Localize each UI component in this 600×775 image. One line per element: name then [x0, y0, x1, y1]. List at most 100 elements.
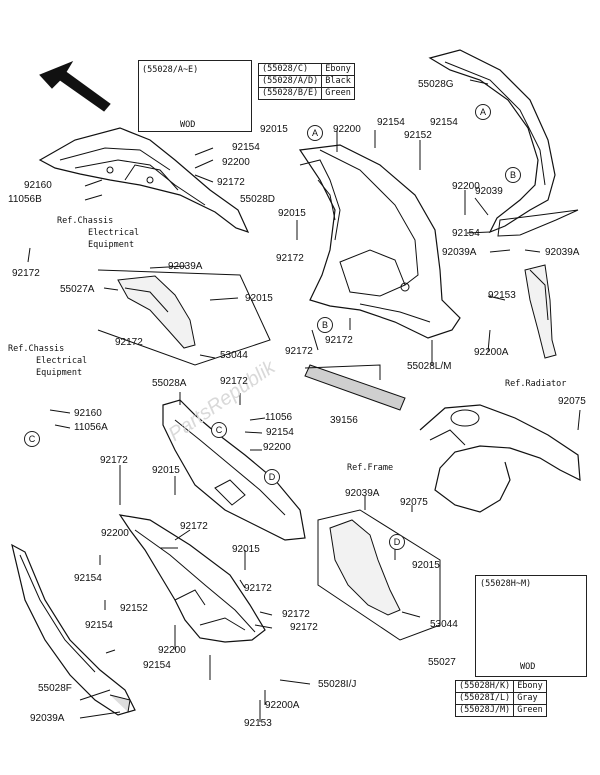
lower-fairing-55028a-shape: [162, 399, 306, 541]
side-panel-55028f-shape: [11, 543, 136, 716]
part-label: 92154: [85, 620, 113, 631]
part-label: 92015: [412, 560, 440, 571]
part-label: 92172: [285, 346, 313, 357]
callout-marker: C: [24, 431, 40, 447]
part-label: 92154: [74, 573, 102, 584]
part-label: 92039A: [168, 261, 203, 272]
color-code: (55028J/M): [454, 704, 515, 717]
part-label: 92172: [282, 609, 310, 620]
radiator-cover-shape: [524, 264, 557, 359]
lower-cowl-55028ij-shape: [118, 514, 266, 643]
part-label: 92200A: [265, 700, 300, 711]
part-label: 55028G: [418, 79, 454, 90]
color-code: (55028I/L): [454, 692, 515, 705]
color-code: (55028/C): [257, 63, 323, 76]
legend-top-ref: (55028/A~E): [142, 65, 199, 75]
color-name: Green: [513, 704, 547, 717]
part-label: 92153: [244, 718, 272, 729]
callout-marker: B: [317, 317, 333, 333]
part-label: 55028D: [240, 194, 276, 205]
part-label: 92172: [276, 253, 304, 264]
color-name: Ebony: [513, 680, 547, 693]
part-label: 92039A: [345, 488, 380, 499]
part-label: 55028L/M: [407, 361, 452, 372]
part-label: 53044: [430, 619, 458, 630]
part-label: 92172: [12, 268, 40, 279]
color-code: (55028H/K): [454, 680, 515, 693]
part-label: 92172: [100, 455, 128, 466]
ref-note: Ref.Frame: [347, 463, 394, 473]
part-label: 92172: [217, 177, 245, 188]
part-label: 92039A: [442, 247, 477, 258]
callout-marker: B: [505, 167, 521, 183]
part-label: 92160: [24, 180, 52, 191]
legend-top-box: [138, 60, 252, 132]
part-label: 92039A: [30, 713, 65, 724]
part-label: 92154: [266, 427, 294, 438]
part-label: 92039A: [545, 247, 580, 258]
part-label: 92015: [245, 293, 273, 304]
legend-top-table: (55028/C)Ebony (55028/A/D)Black (55028/B…: [257, 63, 355, 100]
part-label: 11056B: [8, 194, 42, 205]
ref-note: Ref.Radiator: [505, 379, 567, 389]
part-label: 92200: [263, 442, 291, 453]
upper-left-cowl-shape: [38, 127, 250, 234]
ref-note: Ref.Chassis: [57, 216, 114, 226]
part-label: 92154: [430, 117, 458, 128]
color-code: (55028/A/D): [257, 75, 323, 88]
part-label: 92200A: [474, 347, 509, 358]
part-label: 39156: [330, 415, 358, 426]
part-label: 92200: [452, 181, 480, 192]
part-label: 92172: [220, 376, 248, 387]
callout-marker: A: [475, 104, 491, 120]
callout-marker: D: [389, 534, 405, 550]
legend-top-caption: WOD: [180, 120, 196, 130]
legend-bottom-caption: WOD: [520, 662, 536, 672]
part-label: 11056: [265, 412, 293, 423]
part-label: 92154: [452, 228, 480, 239]
strip-39156-shape: [304, 364, 406, 411]
ref-note: Equipment: [88, 240, 135, 250]
part-label: 92015: [278, 208, 306, 219]
part-label: 55028I/J: [318, 679, 357, 690]
part-label: 92200: [158, 645, 186, 656]
right-upper-cowl-shape: [298, 144, 461, 339]
inner-panel-55027-shape: [329, 519, 401, 616]
part-label: 92152: [404, 130, 432, 141]
part-label: 92154: [377, 117, 405, 128]
ref-note: Electrical: [36, 356, 88, 366]
part-label: 92200: [222, 157, 250, 168]
part-label: 92075: [400, 497, 428, 508]
part-label: 55027: [428, 657, 456, 668]
ref-note: Equipment: [36, 368, 83, 378]
direction-arrow-icon: [39, 60, 111, 112]
ref-note: Electrical: [88, 228, 140, 238]
part-label: 92075: [558, 396, 586, 407]
color-name: Green: [321, 87, 355, 100]
callout-marker: A: [307, 125, 323, 141]
legend-bottom-box: [475, 575, 587, 677]
part-label: 92200: [101, 528, 129, 539]
color-code: (55028/B/E): [257, 87, 323, 100]
part-label: 11056A: [74, 422, 108, 433]
part-label: 92039: [475, 186, 503, 197]
part-label: 92172: [290, 622, 318, 633]
color-name: Gray: [513, 692, 547, 705]
part-label: 92160: [74, 408, 102, 419]
part-label: 92015: [232, 544, 260, 555]
part-label: 92015: [260, 124, 288, 135]
part-label: 92172: [244, 583, 272, 594]
callout-marker: C: [211, 422, 227, 438]
ref-note: Ref.Chassis: [8, 344, 65, 354]
part-label: 92015: [152, 465, 180, 476]
legend-bottom-ref: (55028H~M): [480, 579, 532, 589]
part-label: 53044: [220, 350, 248, 361]
part-label: 92200: [333, 124, 361, 135]
right-shell-55028g-shape: [428, 49, 556, 234]
part-label: 55027A: [60, 284, 95, 295]
color-name: Black: [321, 75, 355, 88]
frame-shape: [419, 404, 581, 513]
legend-bottom-table: (55028H/K)Ebony (55028I/L)Gray (55028J/M…: [454, 680, 547, 717]
